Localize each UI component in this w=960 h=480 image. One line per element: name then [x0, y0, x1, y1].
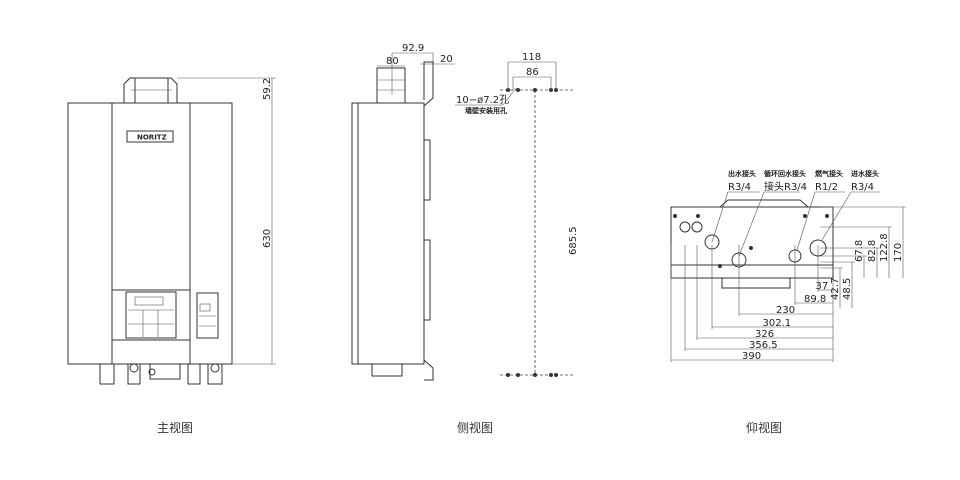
svg-text:R3/4: R3/4 [851, 182, 874, 193]
bottom-view-caption: 仰视图 [746, 420, 782, 435]
vdim-label: 122.8 [879, 233, 890, 262]
dim-pipe: 80 [386, 56, 399, 67]
wall-template: 118 86 10−ø7.2孔 墙壁安装用孔 685.5 [455, 52, 579, 377]
hdim-label: 302.1 [763, 318, 792, 329]
svg-text:出水接头: 出水接头 [728, 169, 756, 178]
front-view-caption: 主视图 [157, 420, 193, 435]
side-view-caption: 侧视图 [457, 420, 493, 435]
dim-height: 630 [262, 229, 273, 248]
hdim-label: 89.8 [804, 294, 826, 305]
bottom-view: 出水接头 R3/4 循环回水接头 接头R3/4 燃气接头 R1/2 进水接头 R… [670, 169, 906, 435]
svg-text:接头R3/4: 接头R3/4 [764, 180, 807, 193]
vdim-label: 170 [893, 243, 904, 262]
vdim-label: 82.8 [867, 240, 878, 262]
svg-text:进水接头: 进水接头 [851, 169, 879, 178]
dim-118: 118 [522, 52, 541, 63]
brand-text: NORITZ [137, 134, 167, 142]
control-panel [125, 291, 177, 339]
svg-text:循环回水接头: 循环回水接头 [764, 169, 806, 178]
svg-text:燃气接头: 燃气接头 [814, 169, 843, 178]
hdim-label: 390 [742, 351, 761, 362]
connector-labels: 出水接头 R3/4 循环回水接头 接头R3/4 燃气接头 R1/2 进水接头 R… [728, 169, 879, 193]
hole-note: 10−ø7.2孔 [456, 94, 509, 106]
vdim-label: 67.8 [854, 240, 865, 262]
dim-685: 685.5 [568, 226, 579, 255]
bottom-fittings [99, 363, 223, 385]
brand-logo [126, 130, 174, 143]
front-view: NORITZ 59.2 630 主视图 [67, 77, 276, 435]
hdim-label: 326 [755, 329, 774, 340]
side-view: 92.9 80 20 侧视图 [351, 43, 493, 435]
hdim-label: 230 [776, 305, 795, 316]
dim-86: 86 [526, 67, 539, 78]
vdim-label: 42.7 [830, 278, 841, 300]
dim-depth: 92.9 [402, 43, 424, 54]
hdim-label: 37 [816, 281, 829, 292]
vdim-label: 48.5 [842, 278, 853, 300]
svg-text:R3/4: R3/4 [728, 182, 751, 193]
remote-controller [196, 292, 219, 339]
mounting-holes [506, 88, 558, 377]
dim-top: 59.2 [262, 78, 273, 100]
hole-desc: 墙壁安装用孔 [465, 106, 507, 115]
svg-text:R1/2: R1/2 [815, 182, 838, 193]
dim-offset: 20 [440, 54, 453, 65]
hdim-label: 356.5 [749, 340, 778, 351]
